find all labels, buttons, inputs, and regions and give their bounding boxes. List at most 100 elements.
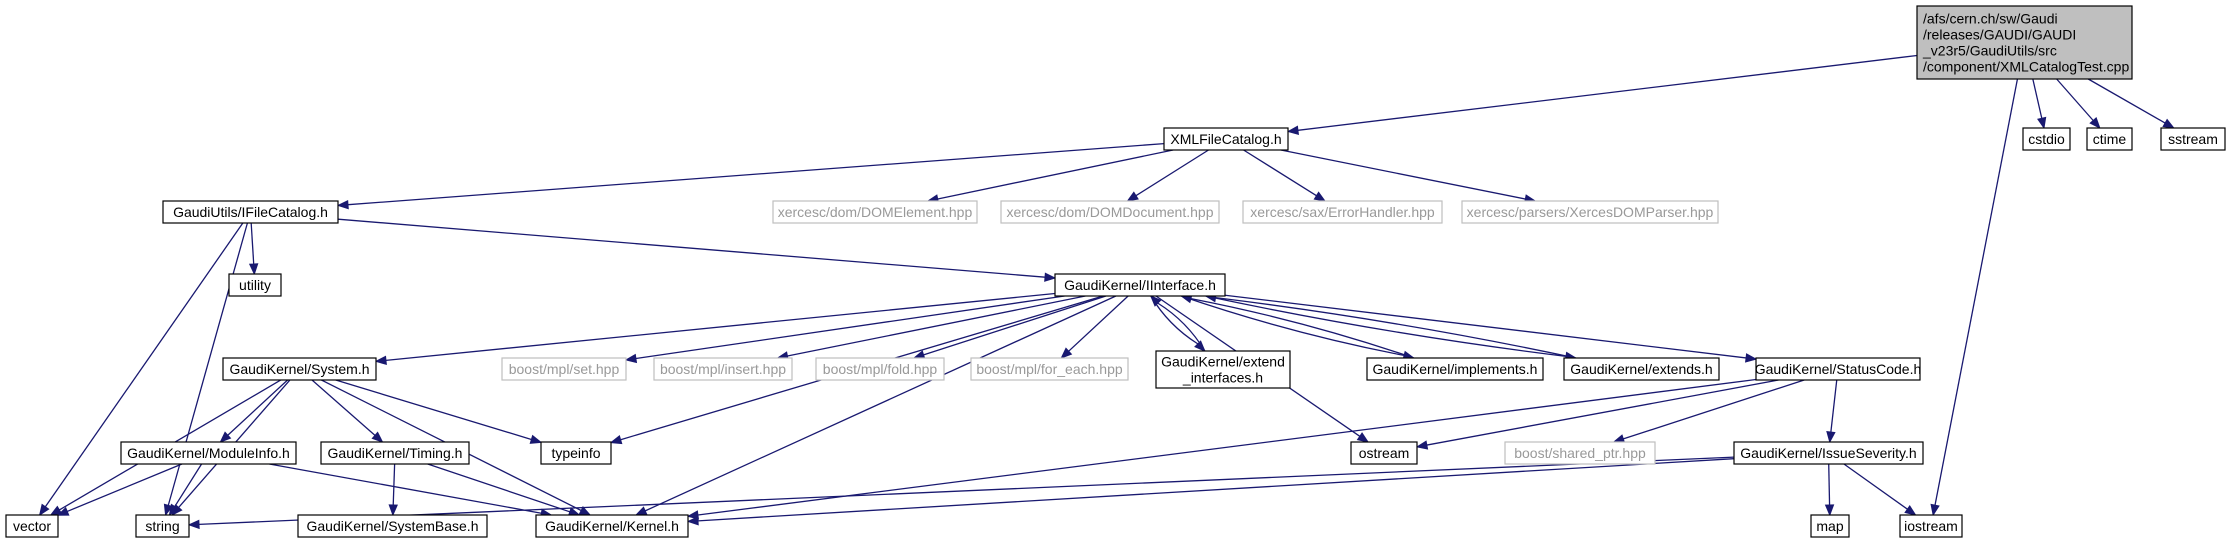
node-box-issueseverity bbox=[1733, 441, 1924, 465]
edge-xmlfilecatalog-to-ifilecatalog bbox=[347, 142, 1165, 206]
node-xmlfilecatalog[interactable]: XMLFileCatalog.h bbox=[1163, 127, 1289, 151]
node-box-mplforeach bbox=[970, 357, 1129, 381]
arrowhead-timing-to-systembase bbox=[388, 504, 398, 517]
node-sstream[interactable]: sstream bbox=[2160, 127, 2226, 151]
node-label-iinterface: GaudiKernel/IInterface.h bbox=[1064, 277, 1216, 293]
node-box-ostream bbox=[1350, 441, 1418, 465]
node-map[interactable]: map bbox=[1810, 514, 1850, 538]
edge-statuscode-to-ostream bbox=[1426, 379, 1779, 446]
arrowhead-root-to-cstdio bbox=[2037, 116, 2047, 130]
arrowhead-issueseverity-to-kernel bbox=[686, 516, 699, 526]
nodes-layer: /afs/cern.ch/sw/Gaudi/releases/GAUDI/GAU… bbox=[5, 5, 2226, 538]
arrowhead-extendinterfaces-to-iinterface bbox=[1149, 295, 1162, 307]
edge-statuscode-to-sharedptr bbox=[1623, 379, 1805, 440]
node-errorhandler: xercesc/sax/ErrorHandler.hpp bbox=[1242, 200, 1443, 224]
node-label-ostream: ostream bbox=[1359, 445, 1410, 461]
node-implements[interactable]: GaudiKernel/implements.h bbox=[1366, 357, 1544, 381]
node-string[interactable]: string bbox=[135, 514, 190, 538]
node-label-sharedptr: boost/shared_ptr.hpp bbox=[1514, 445, 1646, 461]
node-cstdio[interactable]: cstdio bbox=[2022, 127, 2071, 151]
arrowhead-iinterface-to-mplset bbox=[624, 353, 638, 364]
arrowhead-issueseverity-to-map bbox=[1824, 504, 1835, 517]
edge-ifilecatalog-to-utility bbox=[250, 222, 255, 265]
node-iinterface[interactable]: GaudiKernel/IInterface.h bbox=[1054, 273, 1226, 297]
node-kernel[interactable]: GaudiKernel/Kernel.h bbox=[535, 514, 689, 538]
node-label-ifilecatalog: GaudiUtils/IFileCatalog.h bbox=[173, 204, 328, 220]
arrowhead-iinterface-to-typeinfo bbox=[609, 435, 623, 445]
arrowhead-issueseverity-to-string bbox=[187, 519, 200, 530]
arrowhead-ifilecatalog-to-utility bbox=[248, 263, 259, 276]
node-box-vector bbox=[5, 514, 59, 538]
node-box-extendinterfaces bbox=[1155, 350, 1291, 389]
edge-xmlfilecatalog-to-domdocument bbox=[1135, 149, 1209, 197]
node-label-moduleinfo: GaudiKernel/ModuleInfo.h bbox=[127, 445, 290, 461]
arrowhead-moduleinfo-to-vector bbox=[56, 506, 70, 516]
node-box-statuscode bbox=[1755, 357, 1921, 381]
arrowhead-issueseverity-to-iostream bbox=[1904, 505, 1917, 516]
node-box-map bbox=[1810, 514, 1850, 538]
node-extendinterfaces[interactable]: GaudiKernel/extend_interfaces.h bbox=[1155, 350, 1291, 389]
edge-timing-to-systembase bbox=[392, 463, 396, 506]
edge-iinterface-to-mplforeach bbox=[1068, 295, 1129, 352]
node-box-mplset bbox=[501, 357, 627, 381]
node-box-domelement bbox=[772, 200, 978, 224]
node-label-iostream: iostream bbox=[1904, 518, 1958, 534]
node-label-vector: vector bbox=[13, 518, 51, 534]
node-typeinfo[interactable]: typeinfo bbox=[540, 441, 612, 465]
node-issueseverity[interactable]: GaudiKernel/IssueSeverity.h bbox=[1733, 441, 1924, 465]
node-ostream[interactable]: ostream bbox=[1350, 441, 1418, 465]
node-label-map: map bbox=[1816, 518, 1843, 534]
node-ctime[interactable]: ctime bbox=[2086, 127, 2133, 151]
node-mplforeach: boost/mpl/for_each.hpp bbox=[970, 357, 1129, 381]
node-sharedptr: boost/shared_ptr.hpp bbox=[1504, 441, 1656, 465]
node-label-utility: utility bbox=[239, 277, 271, 293]
node-ifilecatalog[interactable]: GaudiUtils/IFileCatalog.h bbox=[162, 200, 339, 224]
node-moduleinfo[interactable]: GaudiKernel/ModuleInfo.h bbox=[120, 441, 297, 465]
node-root[interactable]: /afs/cern.ch/sw/Gaudi/releases/GAUDI/GAU… bbox=[1916, 5, 2133, 80]
node-iostream[interactable]: iostream bbox=[1899, 514, 1963, 538]
edge-iinterface-to-mplinsert bbox=[787, 295, 1086, 357]
node-label-root: _v23r5/GaudiUtils/src bbox=[1922, 43, 2057, 59]
node-box-errorhandler bbox=[1242, 200, 1443, 224]
node-xercesdomparser: xercesc/parsers/XercesDOMParser.hpp bbox=[1461, 200, 1719, 224]
node-label-xercesdomparser: xercesc/parsers/XercesDOMParser.hpp bbox=[1467, 204, 1714, 220]
edge-iinterface-to-mplset bbox=[635, 295, 1065, 360]
edge-statuscode-to-kernel bbox=[697, 378, 1757, 516]
node-systembase[interactable]: GaudiKernel/SystemBase.h bbox=[297, 514, 488, 538]
node-utility[interactable]: utility bbox=[228, 273, 282, 297]
node-box-iostream bbox=[1899, 514, 1963, 538]
node-box-mplfold bbox=[815, 357, 945, 381]
edge-system-to-moduleinfo bbox=[227, 379, 289, 436]
node-label-mplforeach: boost/mpl/for_each.hpp bbox=[976, 361, 1123, 377]
arrowhead-system-to-timing bbox=[371, 431, 384, 443]
node-label-cstdio: cstdio bbox=[2028, 131, 2065, 147]
node-box-ctime bbox=[2086, 127, 2133, 151]
arrowhead-system-to-typeinfo bbox=[529, 434, 543, 444]
node-label-domelement: xercesc/dom/DOMElement.hpp bbox=[778, 204, 973, 220]
edge-moduleinfo-to-kernel bbox=[269, 463, 542, 514]
node-label-ctime: ctime bbox=[2093, 131, 2127, 147]
node-label-mplfold: boost/mpl/fold.hpp bbox=[823, 361, 938, 377]
edge-issueseverity-to-map bbox=[1828, 463, 1831, 506]
arrowhead-statuscode-to-kernel bbox=[686, 510, 700, 520]
node-label-extendinterfaces: GaudiKernel/extend bbox=[1161, 354, 1285, 370]
node-label-string: string bbox=[145, 518, 179, 534]
edge-iinterface-to-statuscode bbox=[1224, 294, 1747, 359]
node-statuscode[interactable]: GaudiKernel/StatusCode.h bbox=[1755, 357, 1922, 381]
node-system[interactable]: GaudiKernel/System.h bbox=[222, 357, 377, 381]
edge-iinterface-to-extends bbox=[1205, 295, 1567, 357]
node-label-domdocument: xercesc/dom/DOMDocument.hpp bbox=[1007, 204, 1214, 220]
node-box-extends bbox=[1563, 357, 1720, 381]
node-label-root: /releases/GAUDI/GAUDI bbox=[1923, 27, 2076, 43]
arrowhead-root-to-sstream bbox=[2162, 118, 2175, 129]
arrowhead-iinterface-to-kernel bbox=[634, 506, 648, 516]
edge-iinterface-to-mplfold bbox=[923, 295, 1107, 356]
node-vector[interactable]: vector bbox=[5, 514, 59, 538]
edge-xmlfilecatalog-to-errorhandler bbox=[1243, 149, 1317, 197]
arrowhead-ifilecatalog-to-iinterface bbox=[1044, 272, 1057, 282]
node-box-string bbox=[135, 514, 190, 538]
node-timing[interactable]: GaudiKernel/Timing.h bbox=[320, 441, 470, 465]
node-extends[interactable]: GaudiKernel/extends.h bbox=[1563, 357, 1720, 381]
node-label-extends: GaudiKernel/extends.h bbox=[1570, 361, 1712, 377]
